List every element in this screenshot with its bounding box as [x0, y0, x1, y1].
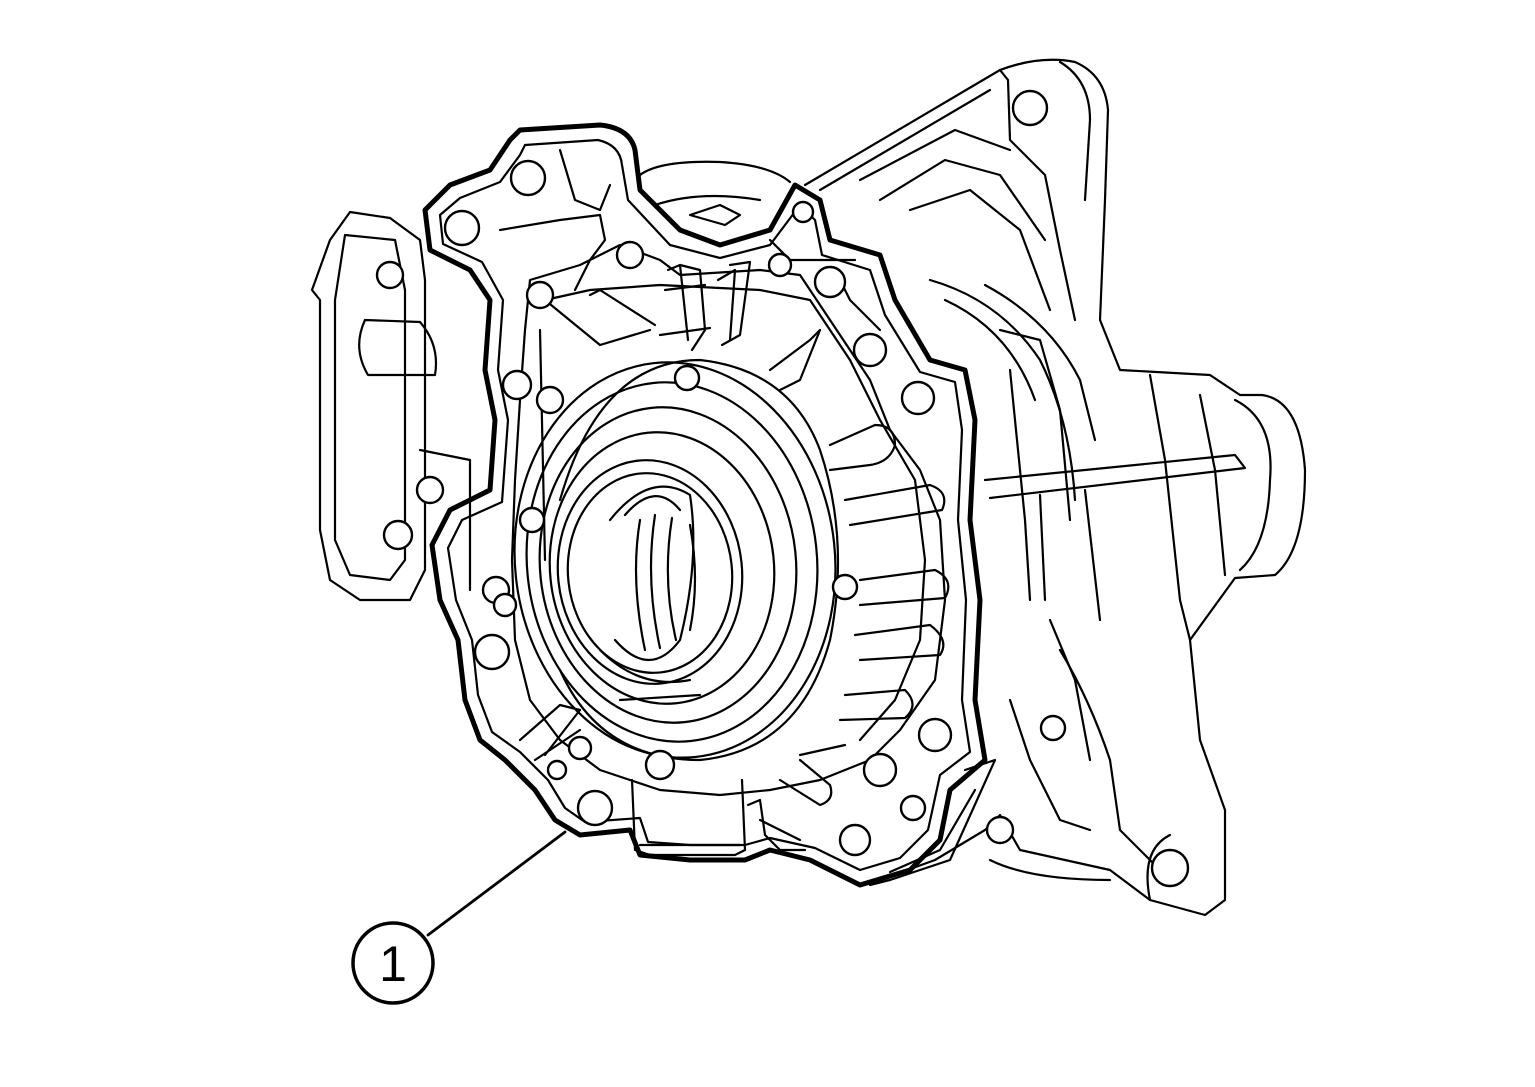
gasket-outline: [422, 122, 988, 888]
bore-outer-ring: [513, 361, 837, 759]
callout-1-label: 1: [379, 936, 407, 992]
rear-housing: [803, 58, 1307, 917]
callout-1-leader-line: [426, 830, 567, 937]
left-relief-valve-block: [310, 210, 472, 602]
bolt-hole-top-left: [509, 159, 547, 197]
shaft-seal: [556, 459, 744, 685]
bolt-holes: [443, 159, 953, 857]
front-cover: [422, 122, 988, 888]
rear-mounting-flange: [803, 58, 1307, 917]
central-bore: [513, 358, 840, 762]
bolt-hole-rear-top: [1011, 89, 1049, 127]
callout-1-circle: [351, 921, 435, 1005]
cover-ribs: [518, 260, 950, 807]
callout-1: 1: [351, 830, 567, 1005]
bolt-hole-right: [900, 380, 936, 416]
bolt-hole-rear-bottom: [1150, 848, 1190, 888]
